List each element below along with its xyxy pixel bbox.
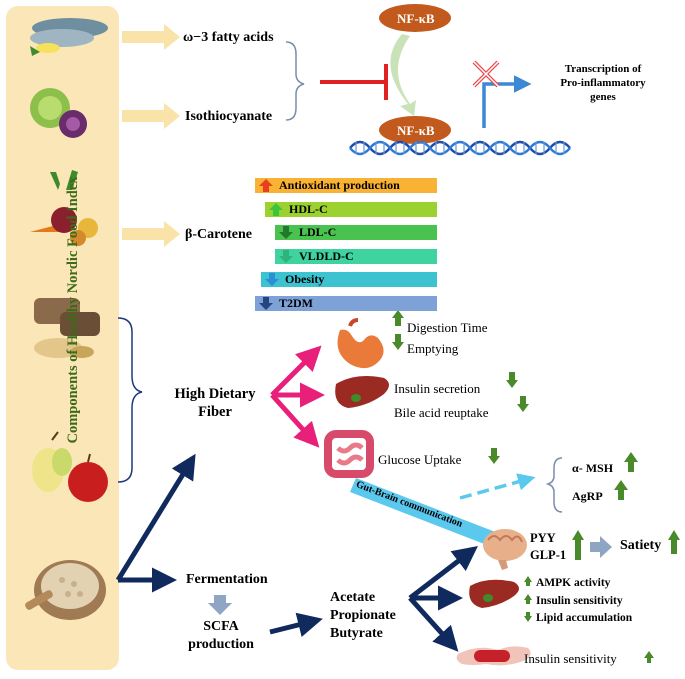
effect-bar-label: Antioxidant production (279, 178, 400, 192)
sidebar-title: Components of Healthy Nordic Food Index (65, 176, 81, 444)
down-arrow-icon (265, 273, 279, 287)
effect-bar-label: T2DM (279, 296, 313, 310)
glp1-label: GLP-1 (530, 548, 567, 562)
fermentation-label: Fermentation (186, 572, 268, 587)
effect-bar-label: LDL-C (299, 225, 337, 240)
effect-bar-label: Obesity (285, 272, 325, 287)
oats-icon (25, 560, 106, 620)
msh-brace (545, 457, 563, 513)
msh-label: α- MSH (572, 461, 614, 475)
navy-arrows (115, 453, 478, 652)
effect-bar-2: LDL-C (275, 225, 437, 241)
dna-helix (349, 140, 571, 156)
digestion-time-label: Digestion Time (407, 320, 488, 335)
effect-bar-5: T2DM (255, 296, 437, 311)
nfkb-bottom-label: NF-κB (397, 123, 435, 138)
nfkb-top-label: NF-κB (397, 11, 435, 26)
down-arrow-icon (279, 249, 293, 263)
down-arrow-icon (279, 226, 293, 240)
liver-icon (335, 376, 389, 408)
bile-acid-label: Bile acid reuptake (394, 405, 489, 420)
food-panel (6, 6, 119, 670)
effect-bar-3: VLDLD-C (275, 248, 437, 264)
fiber-arrows (270, 345, 325, 448)
ampk-label: AMPK activity (536, 577, 611, 589)
beta-carotene-label: β-Carotene (185, 227, 252, 242)
vegetables-icon (30, 170, 98, 246)
up-arrow-icon (269, 202, 283, 216)
blocked-cross-icon (472, 60, 500, 88)
emptying-label: Emptying (407, 341, 459, 356)
agrp-label: AgRP (572, 489, 603, 503)
bread-grain-icon (34, 298, 100, 358)
insulin-sensitivity-label: Insulin sensitivity (536, 595, 623, 607)
down-arrow-icon (259, 297, 273, 310)
muscle-insulin-label: Insulin sensitivity (524, 651, 617, 666)
fruit-icon (32, 431, 108, 502)
effect-bar-label: HDL-C (289, 201, 328, 216)
gut-brain-band (350, 478, 516, 554)
fish-icon (30, 18, 108, 56)
insulin-secretion-label: Insulin secretion (394, 381, 481, 396)
glucose-uptake-label: Glucose Uptake (378, 452, 462, 467)
fiber-brace (117, 317, 143, 483)
pyy-label: PYY (530, 531, 556, 545)
dashed-arrow (459, 473, 536, 500)
fermentation-down-arrow (208, 595, 232, 615)
effect-bar-label: VLDLD-C (299, 248, 354, 263)
brain-icon (483, 529, 527, 570)
satiety-arrow (590, 536, 612, 558)
lipid-accumulation-label: Lipid accumulation (536, 612, 633, 624)
cabbage-icon (30, 88, 87, 138)
satiety-label: Satiety (620, 538, 662, 553)
brace-right (285, 41, 305, 121)
up-arrow-icon (259, 179, 273, 192)
nfkb-top-oval (379, 4, 451, 32)
indicator-arrows (392, 310, 680, 663)
effect-bar-1: HDL-C (265, 201, 437, 217)
nfkb-bottom-oval (379, 116, 451, 144)
stomach-icon (337, 318, 384, 369)
yellow-arrows (122, 24, 180, 247)
muscle-icon (456, 646, 531, 666)
effect-bar-4: Obesity (261, 272, 437, 288)
transcription-arrow (482, 75, 532, 128)
liver2-icon (469, 579, 519, 608)
omega3-label: ω−3 fatty acids (183, 30, 274, 45)
intestine-icon (324, 430, 374, 478)
isothiocyanate-label: Isothiocyanate (185, 109, 273, 124)
curved-translocate-arrow (390, 34, 416, 116)
effect-bar-0: Antioxidant production (255, 178, 437, 193)
